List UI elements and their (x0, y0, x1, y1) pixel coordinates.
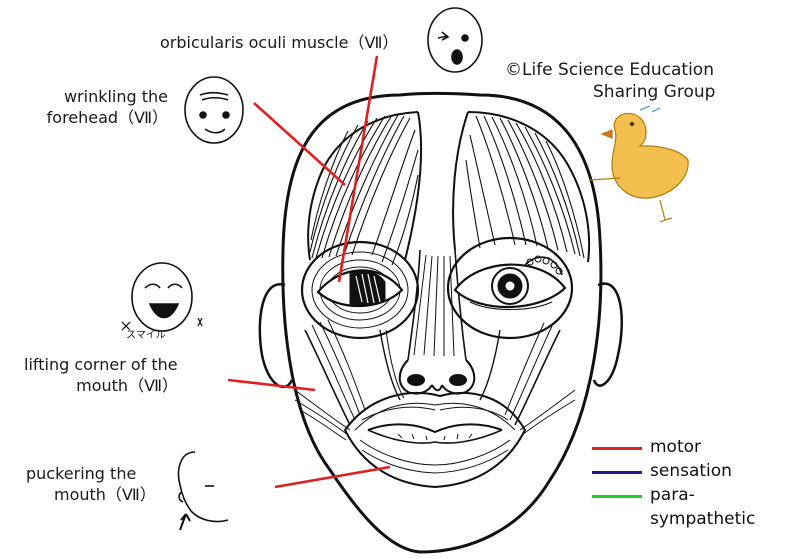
frontalis-muscle-left (307, 111, 423, 266)
label-smile-caption: スマイル (126, 330, 166, 341)
wink-face-sketch (427, 7, 483, 73)
label-puckering-line2: mouth（Ⅶ） (54, 485, 156, 504)
smile-face-sketch (121, 262, 203, 332)
label-puckering-line1: puckering the (26, 464, 137, 483)
pointer-lifting (227, 378, 316, 392)
legend-swatch-parasympathetic (592, 495, 642, 498)
right-ear (592, 282, 623, 387)
pointer-puckering (274, 465, 391, 489)
nose (398, 359, 476, 395)
pointer-orbicularis (337, 55, 379, 283)
cheek-muscles-left (294, 319, 405, 441)
label-wrinkling-line1: wrinkling the (63, 87, 168, 106)
pucker-face-sketch (177, 451, 229, 531)
copyright-line1: ©Life Science Education (505, 60, 714, 80)
head-outline (281, 92, 603, 554)
legend-label-parasympathetic-line2: sympathetic (650, 509, 756, 529)
label-lifting-line1: lifting corner of the (24, 355, 178, 374)
chick-sketch (589, 105, 689, 223)
legend-swatch-motor (592, 447, 642, 450)
pointer-wrinkling (253, 102, 346, 186)
orbicularis-oculi-left (300, 240, 420, 340)
label-lifting-line2: mouth（Ⅶ） (76, 376, 178, 395)
label-wrinkling-line2: forehead（Ⅶ） (46, 108, 168, 127)
legend-swatch-sensation (592, 471, 642, 474)
copyright-line2: Sharing Group (593, 82, 716, 102)
legend-label-sensation: sensation (650, 461, 732, 481)
forehead-face-sketch (184, 76, 244, 144)
orbicularis-oculi-right (446, 236, 574, 340)
legend-label-parasympathetic: para- (650, 485, 695, 505)
nasal-muscle (407, 249, 467, 361)
label-orbicularis-oculi: orbicularis oculi muscle（Ⅶ） (160, 33, 399, 52)
mouth-muscle (343, 392, 527, 489)
legend-label-motor: motor (650, 437, 702, 457)
pointer-lines (227, 55, 391, 489)
frontalis-muscle-right (452, 111, 591, 263)
cheek-muscles-right (479, 322, 576, 436)
